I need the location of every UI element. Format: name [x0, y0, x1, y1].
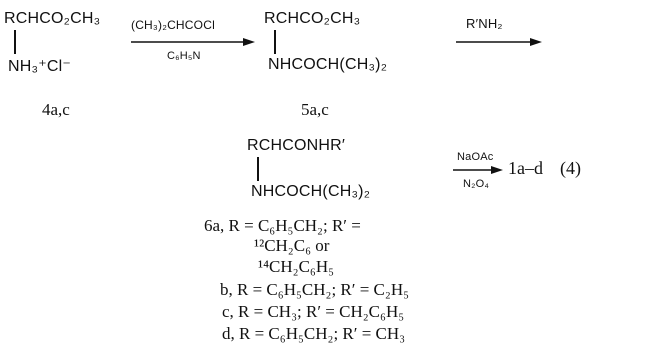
footnote-line-6a: 6a, R = C₆H₅CH₂; R′ =: [204, 216, 361, 235]
arrow-1-reagent-below: C₆H₅N: [167, 50, 201, 62]
compound-4-bond: [14, 30, 16, 54]
arrow-3-icon: [453, 166, 503, 174]
product-label: 1a–d: [508, 158, 543, 178]
footnote-line-6a-option-2: ¹⁴CH₂C₆H₅: [258, 257, 335, 276]
arrow-3-reagent-below: N₂O₄: [463, 178, 490, 190]
compound-4-label: 4a,c: [42, 100, 70, 119]
compound-6-formula-bottom: NHCOCH(CH₃)₂: [251, 183, 371, 200]
compound-6-formula-top: RCHCONHR′: [247, 137, 346, 154]
compound-6-bond: [257, 157, 259, 181]
arrow-1-icon: [131, 38, 255, 46]
footnote-line-b: b, R = C₆H₅CH₂; R′ = C₂H₅: [220, 280, 410, 299]
footnote-line-c: c, R = CH₃; R′ = CH₂C₆H₅: [222, 302, 405, 321]
arrow-1-reagent-above: (CH₃)₂CHCOCl: [131, 18, 215, 32]
compound-4-formula-bottom: NH₃⁺Cl⁻: [8, 58, 72, 75]
footnote-line-6a-option-1: ¹²CH₂C₆ or: [254, 236, 330, 255]
arrow-2-reagent-above: R′NH₂: [466, 16, 503, 31]
arrow-2-icon: [456, 38, 542, 46]
arrow-3-reagent-above: NaOAc: [457, 151, 494, 163]
footnote-line-d: d, R = C₆H₅CH₂; R′ = CH₃: [222, 324, 406, 343]
compound-4-formula-top: RCHCO₂CH₃: [4, 10, 101, 27]
equation-number: (4): [560, 158, 581, 178]
compound-5-formula-bottom: NHCOCH(CH₃)₂: [268, 56, 388, 73]
compound-5-label: 5a,c: [301, 100, 329, 119]
compound-5-bond: [274, 30, 276, 54]
compound-5-formula-top: RCHCO₂CH₃: [264, 10, 361, 27]
